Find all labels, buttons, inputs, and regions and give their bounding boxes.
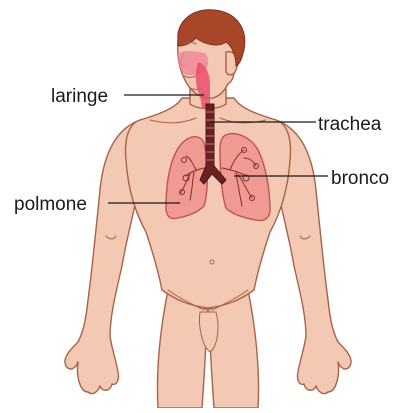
left-leg (157, 290, 208, 408)
label-trachea: trachea (318, 115, 381, 134)
label-bronco: bronco (331, 169, 389, 188)
label-laringe: laringe (51, 87, 108, 106)
right-leg (208, 290, 259, 408)
label-polmone: polmone (14, 195, 87, 214)
